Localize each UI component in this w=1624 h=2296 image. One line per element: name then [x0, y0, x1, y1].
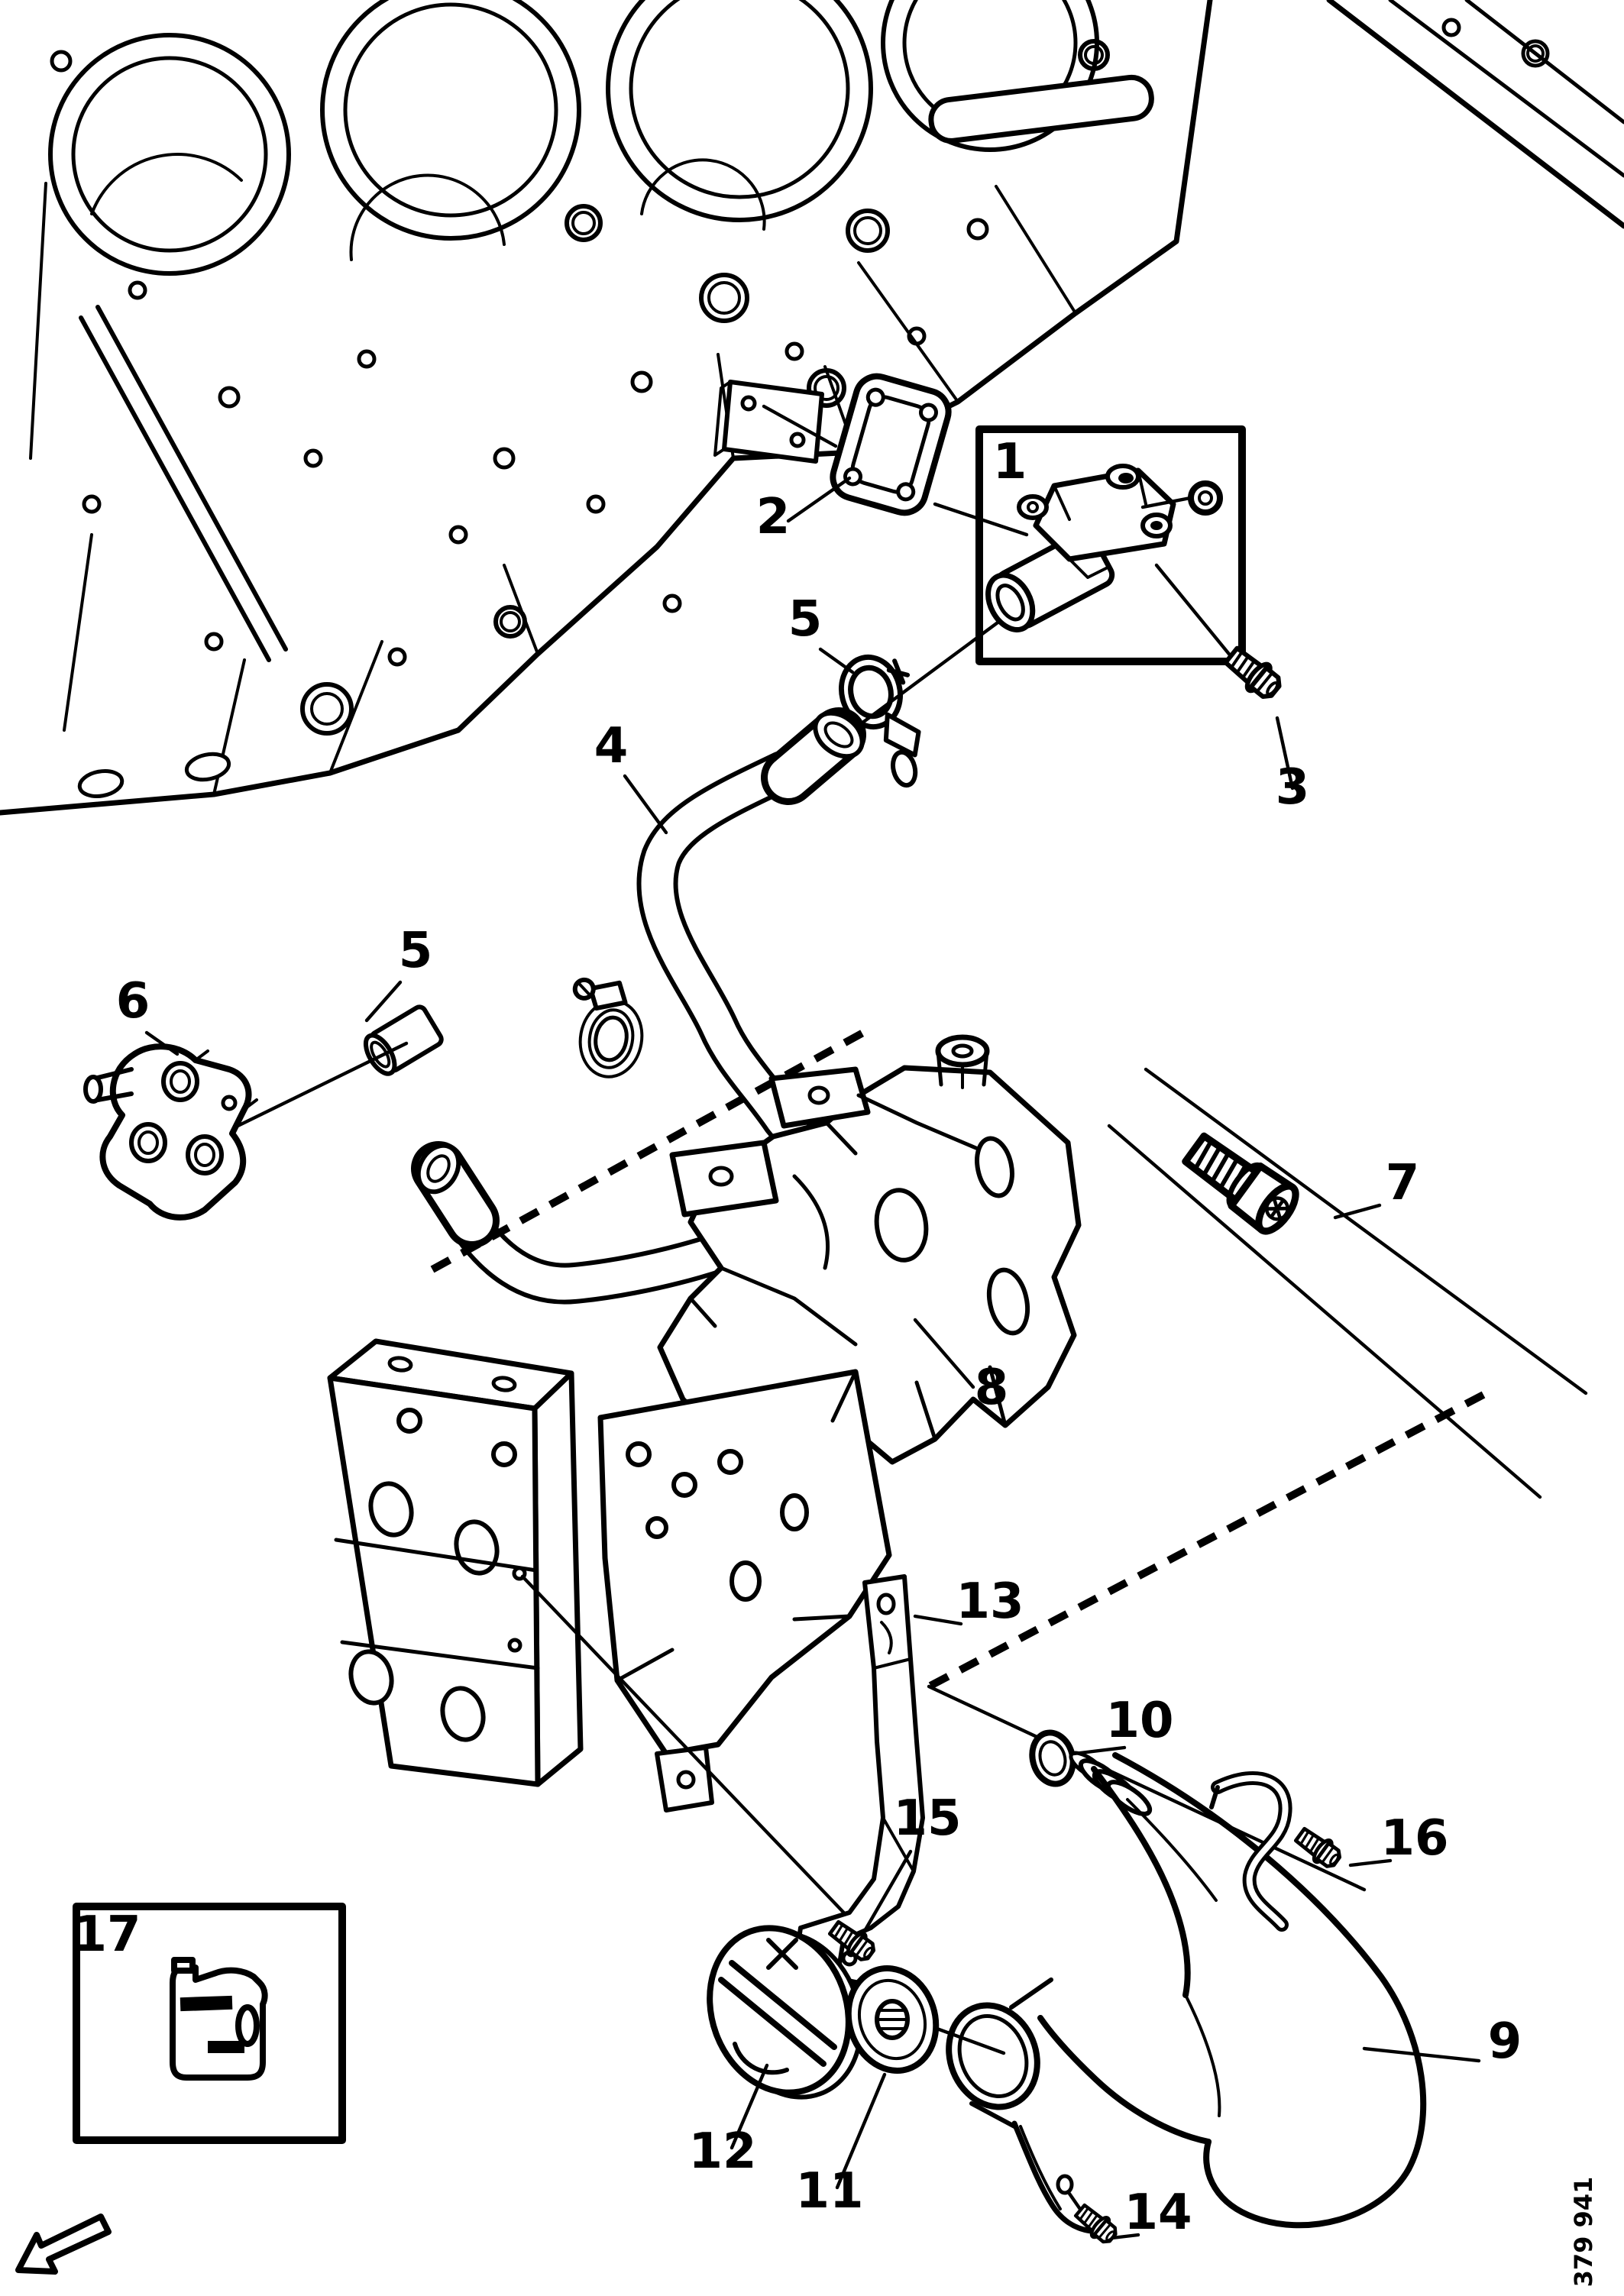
axis-fitting-to-oring	[1140, 496, 1192, 509]
callout-11-label: 11	[795, 2163, 863, 2220]
callout-3-label: 3	[1276, 759, 1310, 816]
fitting-part	[985, 464, 1176, 632]
oil-jug-icon	[170, 1957, 268, 2081]
assembly-axis-dashed-1	[430, 1029, 865, 1273]
bolt-7	[1179, 1127, 1303, 1237]
bolt-16	[1292, 1824, 1344, 1871]
callout-13-label: 13	[956, 1573, 1024, 1630]
detail-box-17	[73, 1903, 346, 2144]
callout-6-label: 6	[116, 973, 150, 1030]
flange-part-6	[83, 1043, 258, 1221]
clamp-part-5-lower	[572, 977, 644, 1078]
down-left-arrow-icon	[15, 2214, 112, 2275]
callout-8-label: 8	[975, 1360, 1009, 1416]
assembly-axis-dashed-2	[927, 1391, 1486, 1690]
callout-10-label: 10	[1105, 1693, 1173, 1749]
pipe-clamp-strap	[1209, 1771, 1292, 1932]
axis-block-to-gasket	[762, 404, 838, 448]
sheet-number-stamp: 379 941	[1569, 2177, 1598, 2288]
axis-fitting-to-bolt3	[1154, 563, 1234, 659]
cap-part-12	[707, 1925, 863, 2100]
gasket-part	[830, 373, 952, 516]
axis-line-lower-right	[1107, 1124, 1542, 1499]
callout-15-label: 15	[893, 1790, 961, 1847]
bracket-part-8	[597, 1034, 1082, 1813]
callout-9-label: 9	[1488, 2013, 1522, 2070]
callout-16-label: 16	[1380, 1810, 1448, 1867]
callout-7-label: 7	[1386, 1155, 1420, 1211]
engine-block-drawing	[0, 0, 1624, 816]
o-ring-part-1	[1188, 480, 1223, 516]
axis-oring-to-pipe	[927, 1684, 1367, 1892]
spacer-plate-part	[327, 1338, 584, 1787]
leader-lines	[144, 476, 1481, 2240]
detail-box-1	[975, 425, 1246, 665]
axis-plate-to-bolt15	[520, 1574, 855, 1924]
callout-14-label: 14	[1124, 2184, 1192, 2241]
block-mount-boss	[713, 380, 824, 464]
callout-1-label: 1	[993, 434, 1027, 490]
callout-4-label: 4	[594, 718, 629, 774]
filler-pipe-part-9	[946, 1751, 1427, 2235]
bolt-3	[1221, 643, 1286, 703]
callout-17-label: 17	[73, 1906, 141, 1963]
axis-line-upper-right	[1144, 1067, 1588, 1395]
callout-5-upper-label: 5	[788, 591, 823, 648]
seal-part-11	[845, 1965, 940, 2074]
callout-2-label: 2	[756, 489, 791, 545]
callout-5-lower-label: 5	[399, 923, 433, 979]
callout-12-label: 12	[688, 2123, 756, 2180]
clamp-part-5-upper	[838, 654, 921, 788]
